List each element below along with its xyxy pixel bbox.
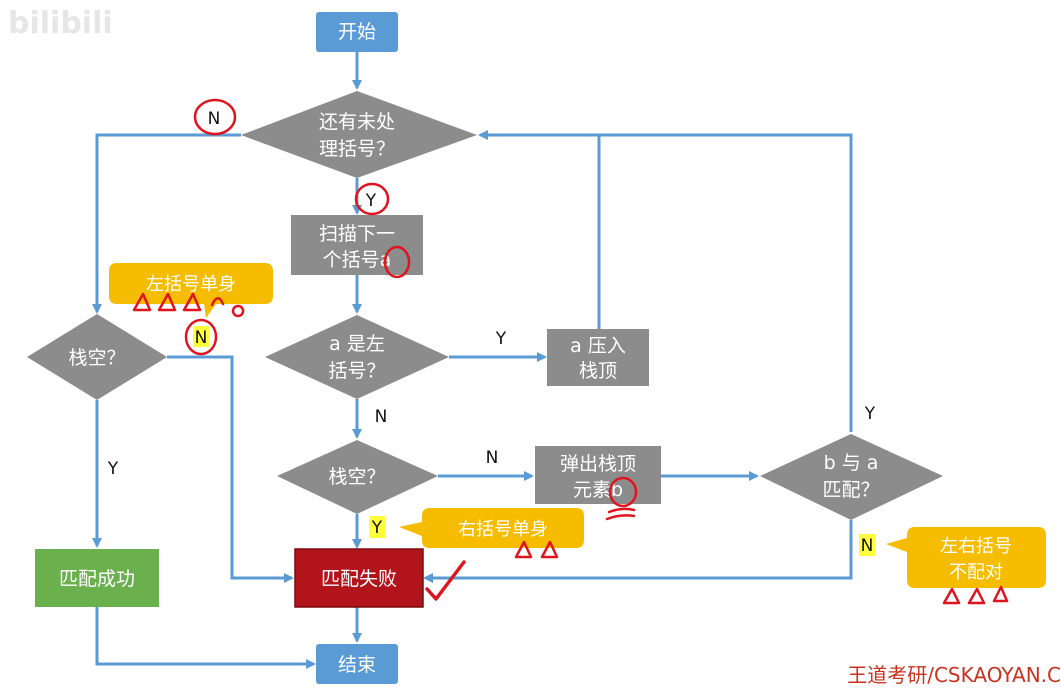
- edge-labels: N Y Y N N Y N Y Y N: [107, 109, 876, 556]
- has-more-label-line-2: 理括号？: [319, 138, 395, 160]
- push-top-process: a 压入 栈顶: [547, 329, 649, 386]
- stack-empty-mid-decision: 栈空？: [277, 440, 438, 514]
- label-is-left-no: N: [375, 407, 388, 427]
- edge-match-no: [423, 520, 853, 583]
- callout-left-single-text: 左括号单身: [146, 274, 236, 295]
- pop-top-label-line-1: 弹出栈顶: [560, 453, 636, 475]
- b-matches-a-label-line-2: 匹配？: [822, 479, 879, 501]
- is-left-label-line-2: 括号？: [328, 360, 385, 382]
- scan-next-process: 扫描下一 个括号a: [291, 215, 423, 275]
- start-label: 开始: [338, 21, 376, 43]
- b-matches-a-label-line-1: b 与 a: [824, 452, 879, 474]
- has-more-label-line-1: 还有未处: [319, 111, 395, 133]
- push-top-label-line-2: 栈顶: [579, 360, 617, 382]
- scan-next-label-line-2: 个括号a: [323, 249, 392, 271]
- end-node: 结束: [316, 644, 398, 684]
- b-matches-a-decision: b 与 a 匹配？: [760, 434, 943, 520]
- highlight-left-empty-no: [193, 326, 209, 347]
- edge-left-empty-no: [167, 355, 294, 583]
- pop-top-process: 弹出栈顶 元素b: [535, 446, 661, 504]
- hand-annotations: [132, 98, 1009, 605]
- label-mid-empty-no: N: [486, 448, 499, 468]
- circle-mark-has-more-yes: [354, 182, 390, 216]
- has-more-decision: 还有未处 理括号？: [241, 91, 477, 178]
- label-match-yes: Y: [864, 404, 876, 424]
- connectors: [92, 52, 853, 669]
- stack-empty-mid-label: 栈空？: [328, 466, 385, 488]
- callout-mismatch-line-2: 不配对: [949, 562, 1003, 583]
- label-is-left-yes: Y: [495, 329, 507, 349]
- circle-mark-has-more-no: [193, 98, 237, 136]
- watermark-logo: bilibili: [8, 6, 113, 41]
- underline-mark-b: [605, 507, 636, 521]
- edge-success-to-end: [95, 607, 316, 669]
- callout-right-single: 右括号单身: [399, 508, 584, 548]
- circle-mark-left-empty-no: [184, 318, 218, 356]
- match-fail-label: 匹配失败: [321, 568, 397, 590]
- triangle-marks-mismatch: [942, 585, 1009, 605]
- scan-next-label-line-1: 扫描下一: [319, 223, 395, 245]
- circle-mark-b: [608, 476, 638, 508]
- edge-has-more-no: [92, 133, 241, 314]
- start-node: 开始: [316, 12, 398, 52]
- edge-push-back-loop: [478, 130, 601, 329]
- stack-empty-left-decision: 栈空？: [27, 314, 167, 400]
- match-fail-node: 匹配失败: [294, 548, 424, 608]
- triangle-marks-left-single: [132, 292, 245, 318]
- circle-mark-a: [383, 245, 411, 279]
- label-has-more-yes: Y: [365, 191, 377, 211]
- check-mark-match-fail: [425, 560, 466, 601]
- is-left-label-line-1: a 是左: [329, 333, 385, 355]
- callout-left-single: 左括号单身: [109, 263, 273, 318]
- label-match-no: N: [861, 536, 874, 556]
- callout-mismatch-line-1: 左右括号: [940, 536, 1012, 557]
- match-success-label: 匹配成功: [59, 568, 135, 590]
- stack-empty-left-label: 栈空？: [68, 347, 125, 369]
- triangle-marks-right-single: [514, 540, 559, 559]
- highlight-mid-empty-yes: [369, 516, 385, 538]
- callout-right-single-text: 右括号单身: [458, 519, 548, 540]
- label-mid-empty-yes: Y: [371, 518, 383, 538]
- pop-top-label-line-2: 元素b: [573, 479, 623, 501]
- label-has-more-no: N: [208, 109, 221, 129]
- end-label: 结束: [338, 654, 376, 676]
- label-left-empty-no: N: [195, 328, 208, 348]
- edge-match-yes-loop: [600, 133, 853, 432]
- push-top-label-line-1: a 压入: [570, 335, 626, 357]
- credit-text: 王道考研/CSKAOYAN.C: [847, 663, 1061, 687]
- callout-mismatch: 左右括号 不配对: [886, 527, 1046, 588]
- is-left-decision: a 是左 括号？: [265, 315, 449, 399]
- highlight-match-no: [859, 534, 875, 556]
- match-success-node: 匹配成功: [35, 549, 159, 607]
- label-left-empty-yes: Y: [107, 459, 119, 479]
